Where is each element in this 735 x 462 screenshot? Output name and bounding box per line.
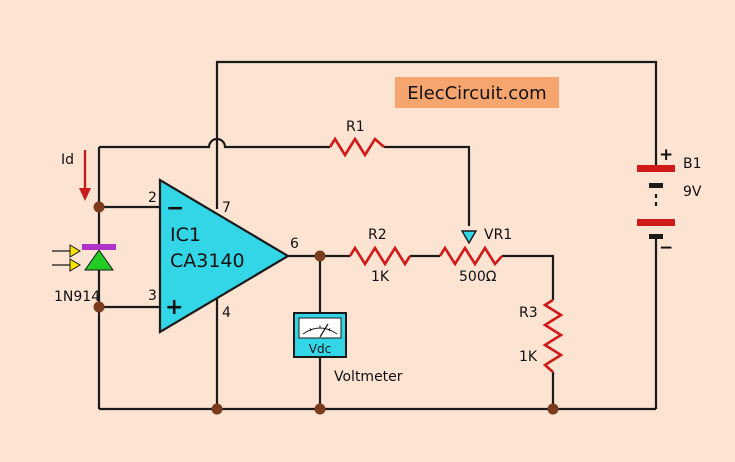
resistor-r1: R1 — [328, 119, 385, 158]
r2-value: 1K — [371, 269, 390, 285]
current-arrow-head — [79, 188, 91, 201]
r3-label: R3 — [519, 305, 538, 321]
current-indicator: Id — [61, 150, 91, 201]
vr1-zigzag — [438, 245, 503, 267]
watermark: ElecCircuit.com — [395, 77, 559, 108]
battery-plate-1 — [637, 165, 675, 172]
battery-plate-4 — [649, 234, 663, 239]
junction-ground-r3 — [547, 403, 559, 415]
wire-vr1-to-r3 — [502, 254, 555, 300]
voltmeter-face-label: Vdc — [309, 342, 331, 356]
photodiode-1n914: 1N914 — [52, 244, 116, 305]
pin-2-label: 2 — [148, 190, 157, 206]
battery-label: B1 — [683, 156, 702, 172]
pin-4-label: 4 — [222, 305, 231, 321]
pin-7-label: 7 — [222, 200, 231, 216]
battery-b1: + − B1 9V — [637, 145, 702, 258]
opamp-part: CA3140 — [170, 250, 245, 272]
potentiometer-vr1: VR1 500Ω — [438, 227, 512, 285]
junction-pin3 — [93, 301, 105, 313]
battery-value: 9V — [683, 184, 702, 200]
vr1-wiper-arrow — [460, 230, 478, 245]
voltmeter-tick-3 — [328, 327, 331, 332]
photodiode-bar — [82, 244, 116, 250]
vr1-value: 500Ω — [459, 269, 497, 285]
battery-minus-sign: − — [659, 238, 673, 258]
junction-output — [314, 250, 326, 262]
resistor-r2: R2 1K — [348, 227, 412, 285]
vr1-label: VR1 — [484, 227, 512, 243]
battery-plate-3 — [637, 219, 675, 226]
junction-ground-meter — [314, 403, 326, 415]
light-arrows — [52, 244, 81, 272]
pin-6-label: 6 — [290, 236, 299, 252]
wire-top-supply — [215, 60, 658, 209]
light-arrow-1-head — [69, 244, 81, 258]
light-arrow-2-head — [69, 258, 81, 272]
opamp-name: IC1 — [170, 224, 201, 246]
r1-label: R1 — [346, 119, 365, 135]
opamp-body — [158, 178, 291, 334]
watermark-text: ElecCircuit.com — [407, 83, 546, 104]
voltmeter-tick-1 — [309, 327, 312, 332]
junction-ground-pin4 — [211, 403, 223, 415]
opamp-ic1: IC1 CA3140 − + 2 3 7 4 6 — [148, 178, 299, 334]
wire-r1-to-wiper — [384, 145, 471, 226]
r2-label: R2 — [368, 227, 387, 243]
battery-plate-2 — [649, 183, 663, 188]
opamp-minus-sign: − — [166, 196, 184, 221]
junctions — [93, 201, 559, 415]
r3-zigzag — [542, 298, 564, 373]
r1-zigzag — [328, 136, 385, 158]
wire-feedback — [99, 137, 330, 149]
pin-3-label: 3 — [148, 288, 157, 304]
r3-value: 1K — [519, 349, 538, 365]
watermark-background — [395, 77, 559, 108]
current-label: Id — [61, 152, 74, 168]
junction-pin2 — [93, 201, 105, 213]
photodiode-triangle — [84, 249, 114, 271]
battery-plus-sign: + — [659, 145, 673, 165]
resistor-r3: R3 1K — [519, 298, 564, 373]
voltmeter-needle — [319, 323, 329, 338]
photodiode-label: 1N914 — [54, 289, 100, 305]
r2-zigzag — [348, 245, 412, 267]
voltmeter-label: Voltmeter — [334, 369, 403, 385]
opamp-plus-sign: + — [165, 295, 183, 320]
voltmeter: Vdc Voltmeter — [293, 312, 403, 385]
